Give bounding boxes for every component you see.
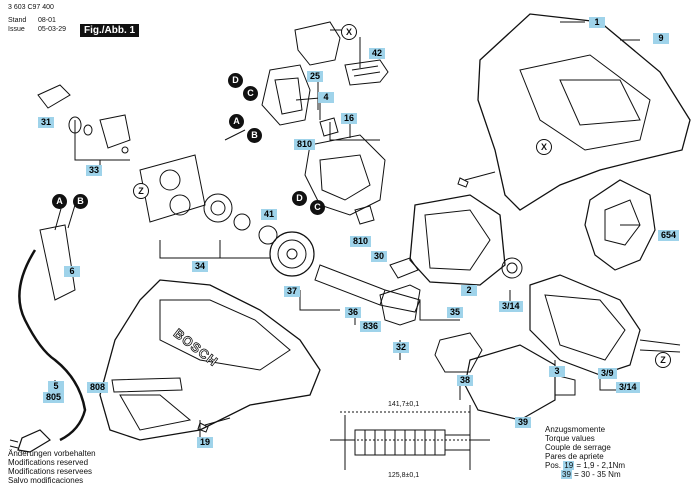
- part-tag: 39: [515, 417, 532, 428]
- marker-circle: Z: [133, 183, 149, 199]
- issue-value: 05-03-29: [38, 26, 67, 33]
- torque-pos2-value: = 30 - 35 Nm: [574, 470, 621, 479]
- modifications-note: Änderungen vorbehalten Modifications res…: [8, 449, 96, 485]
- marker-circle: D: [228, 73, 243, 88]
- part-tag: 16: [341, 113, 358, 124]
- part-tag: 25: [307, 71, 324, 82]
- modifications-line: Änderungen vorbehalten: [8, 449, 96, 458]
- part-tag: 36: [345, 307, 362, 318]
- part-tag: 34: [192, 261, 209, 272]
- part-tag: 3/14: [499, 301, 523, 312]
- part-tag: 810: [350, 236, 372, 247]
- marker-circle: A: [52, 194, 67, 209]
- part-tag: 2: [461, 285, 477, 296]
- marker-circle: X: [341, 24, 357, 40]
- marker-circle: A: [229, 114, 244, 129]
- part-tag: 31: [38, 117, 55, 128]
- torque-pos1-num: 19: [563, 461, 575, 470]
- dimension-top: 141,7±0,1: [388, 401, 420, 408]
- torque-values: Anzugsmomente Torque values Couple de se…: [545, 425, 625, 479]
- marker-circle: B: [247, 128, 262, 143]
- torque-line: Couple de serrage: [545, 443, 611, 452]
- torque-line: Torque values: [545, 434, 595, 443]
- part-tag: 42: [369, 48, 386, 59]
- issue-label: Issue: [8, 26, 25, 33]
- part-tag: 810: [294, 139, 316, 150]
- torque-pos2: 39 = 30 - 35 Nm: [545, 470, 625, 479]
- part-tag: 33: [86, 165, 103, 176]
- part-tag: 3/14: [616, 382, 640, 393]
- marker-circle: X: [536, 139, 552, 155]
- marker-circle: Z: [655, 352, 671, 368]
- stand-label: Stand: [8, 17, 27, 24]
- part-tag: 6: [64, 266, 80, 277]
- marker-circle: D: [292, 191, 307, 206]
- torque-line: Anzugsmomente: [545, 425, 606, 434]
- modifications-line: Salvo modificaciones: [8, 476, 84, 485]
- part-tag: 4: [318, 92, 334, 103]
- part-tag: 19: [197, 437, 214, 448]
- dimension-bottom: 125,8±0,1: [388, 472, 420, 479]
- part-tag: 41: [261, 209, 278, 220]
- modifications-line: Modifications reservees: [8, 467, 93, 476]
- part-tag: 805: [43, 392, 65, 403]
- part-tag: 30: [371, 251, 388, 262]
- part-tag: 37: [284, 286, 301, 297]
- part-tag: 836: [360, 321, 382, 332]
- part-tag: 654: [658, 230, 680, 241]
- torque-pos2-num: 39: [561, 470, 572, 479]
- torque-pos1: Pos. 19 = 1,9 - 2,1Nm: [545, 461, 625, 470]
- torque-pos-prefix: Pos.: [545, 461, 562, 470]
- marker-circle: C: [310, 200, 325, 215]
- stand-value: 08-01: [38, 17, 56, 24]
- torque-pos1-value: = 1,9 - 2,1Nm: [576, 461, 626, 470]
- doc-number: 3 603 C97 400: [8, 4, 54, 11]
- part-tag: 38: [457, 375, 474, 386]
- part-tag: 1: [589, 17, 605, 28]
- part-tag: 35: [447, 307, 464, 318]
- part-tag: 3: [549, 366, 565, 377]
- marker-circle: B: [73, 194, 88, 209]
- modifications-line: Modifications reserved: [8, 458, 89, 467]
- part-tag: 808: [87, 382, 109, 393]
- part-tag: 5: [48, 381, 64, 392]
- part-tag: 3/9: [598, 368, 617, 379]
- figure-label: Fig./Abb. 1: [80, 24, 140, 37]
- marker-circle: C: [243, 86, 258, 101]
- part-tag: 9: [653, 33, 669, 44]
- part-tag: 32: [393, 342, 410, 353]
- torque-line: Pares de apriete: [545, 452, 604, 461]
